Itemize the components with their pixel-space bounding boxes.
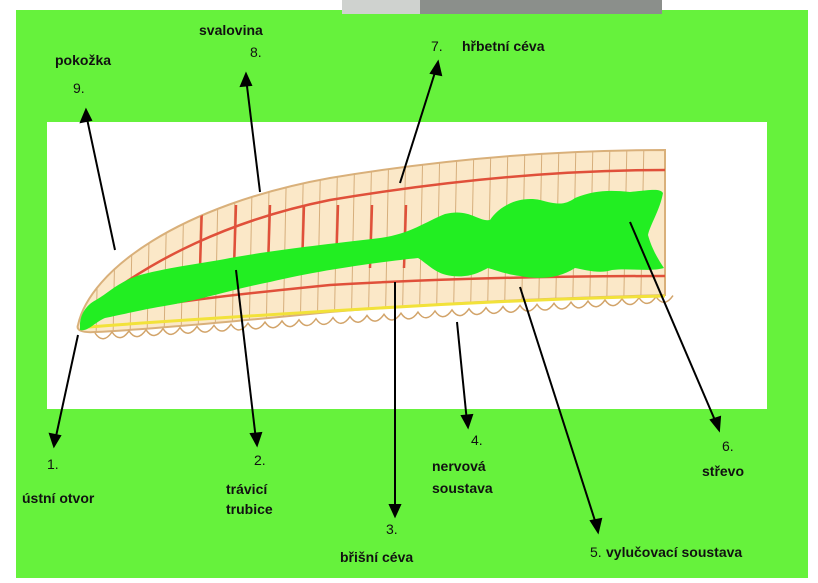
- label-number-2: 2.: [254, 452, 266, 468]
- label-name-muscle: svalovina: [199, 22, 263, 38]
- arrowhead-5: [591, 519, 601, 532]
- label-name-mouth: ústní otvor: [22, 490, 94, 506]
- label-name-ventral-vessel: břišní céva: [340, 549, 413, 565]
- label-name-nervous-system-line2: soustava: [432, 480, 493, 496]
- label-name-dorsal-vessel: hřbetní céva: [462, 38, 544, 54]
- arrowhead-9: [81, 110, 91, 122]
- arrow-4: [457, 322, 467, 422]
- label-number-5: 5.: [590, 544, 602, 560]
- label-name-digestive-tube-line2: trubice: [226, 501, 273, 517]
- arrowhead-4: [462, 415, 472, 427]
- label-number-4: 4.: [471, 432, 483, 448]
- arrowhead-2: [251, 433, 261, 445]
- arrowhead-1: [50, 434, 60, 446]
- label-number-8: 8.: [250, 44, 262, 60]
- arrowhead-7: [431, 62, 441, 75]
- arrowhead-6: [711, 417, 720, 430]
- label-name-intestine: střevo: [702, 463, 744, 479]
- arrow-5: [520, 287, 597, 527]
- arrow-9: [86, 114, 115, 250]
- label-name-epidermis: pokožka: [55, 52, 111, 68]
- label-name-digestive-tube-line1: trávicí: [226, 481, 267, 497]
- arrow-8: [246, 78, 260, 192]
- label-number-7: 7.: [431, 38, 443, 54]
- label-number-3: 3.: [386, 521, 398, 537]
- label-name-nervous-system-line1: nervová: [432, 458, 486, 474]
- arrow-6: [630, 222, 717, 425]
- label-number-1: 1.: [47, 456, 59, 472]
- arrowhead-3: [390, 505, 400, 516]
- arrow-1: [55, 335, 78, 441]
- arrowhead-8: [241, 74, 251, 86]
- label-name-excretory-system: vylučovací soustava: [606, 544, 742, 560]
- label-number-6: 6.: [722, 438, 734, 454]
- label-number-9: 9.: [73, 80, 85, 96]
